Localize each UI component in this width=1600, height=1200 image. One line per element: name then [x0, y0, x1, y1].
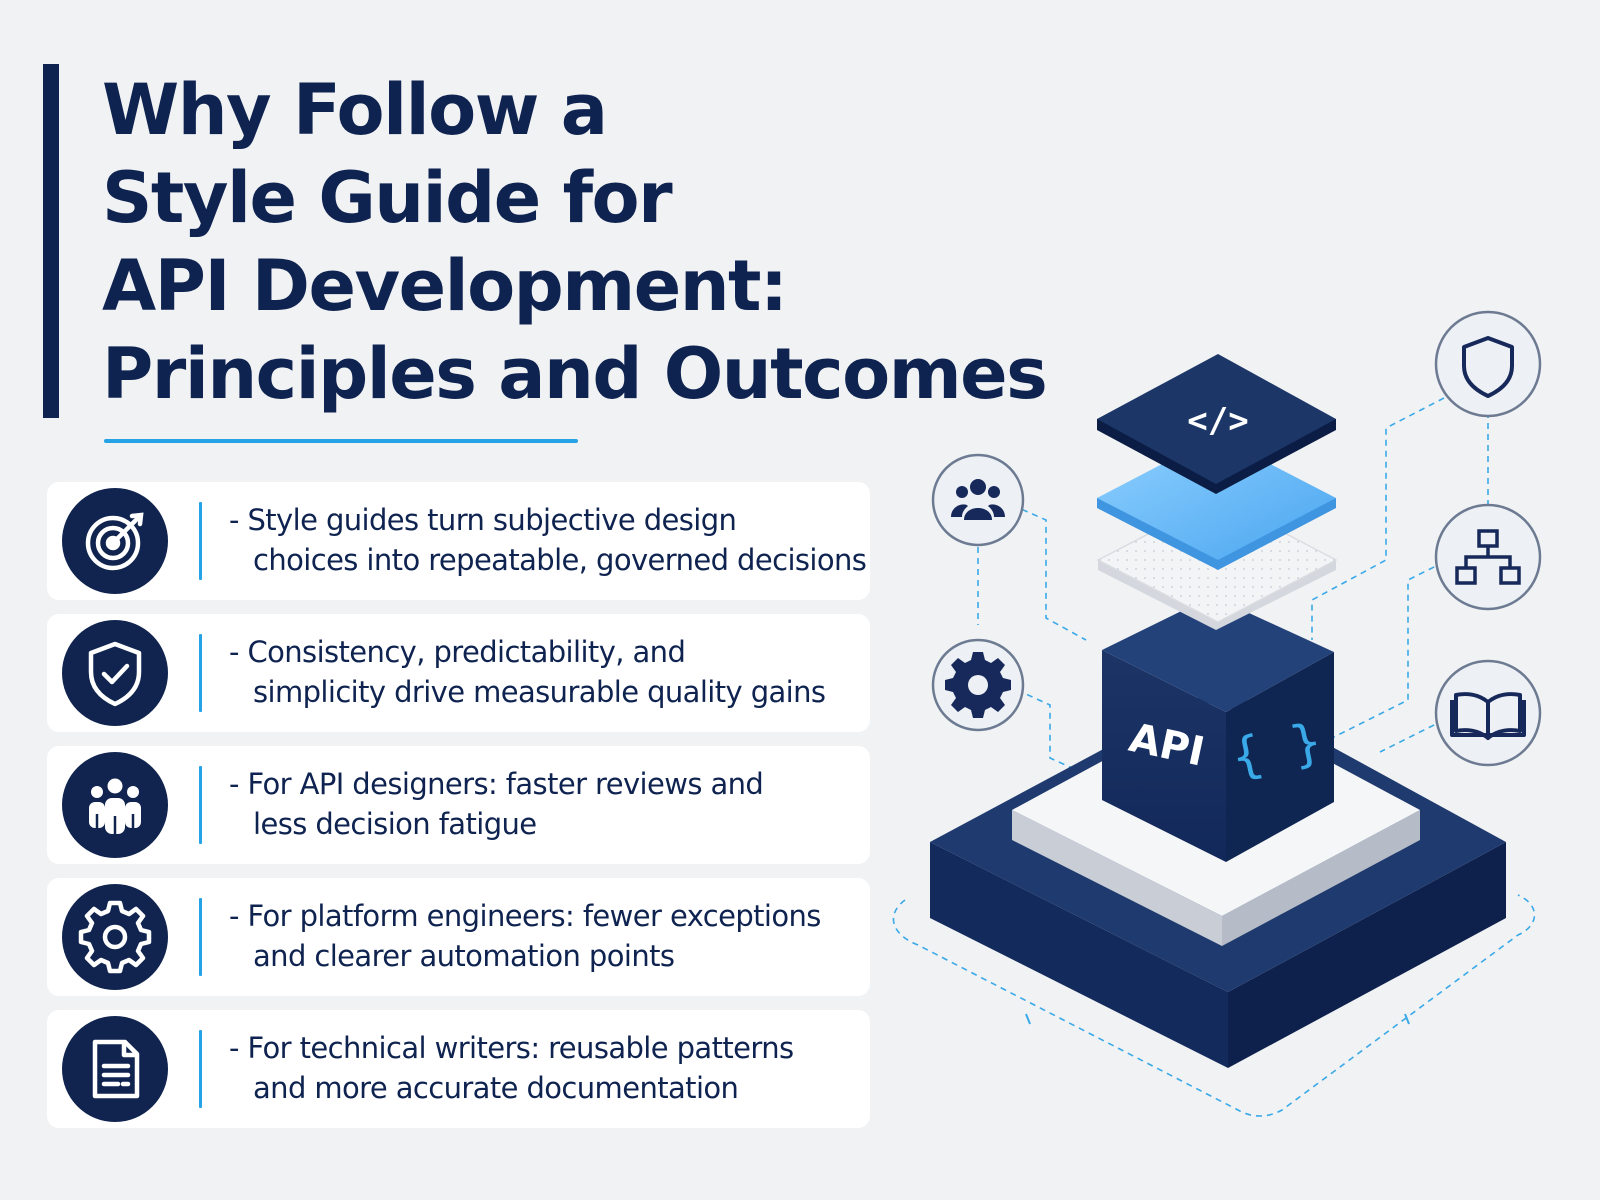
target-icon: [62, 488, 168, 594]
dimension-ticks: [1025, 1013, 1410, 1025]
users-icon: [931, 453, 1025, 547]
principle-line-2: simplicity drive measurable quality gain…: [253, 675, 826, 709]
principle-line-1: - For API designers: faster reviews and: [229, 767, 764, 801]
card-separator: [199, 1030, 202, 1108]
principle-card-platform-engineers: - For platform engineers: fewer exceptio…: [47, 878, 870, 996]
title-line-1: Why Follow a: [102, 69, 608, 151]
document-icon: [62, 1016, 168, 1122]
connector-lines: [892, 397, 1536, 1117]
team-icon: [62, 752, 168, 858]
principle-line-1: - Style guides turn subjective design: [229, 503, 737, 537]
principle-line-2: choices into repeatable, governed decisi…: [253, 543, 867, 577]
shield-check-icon: [62, 620, 168, 726]
card-separator: [199, 634, 202, 712]
title-underline: [104, 439, 578, 443]
principle-text: - Style guides turn subjective design ch…: [229, 500, 869, 580]
shield-icon: [1434, 310, 1542, 418]
principle-line-2: and more accurate documentation: [253, 1071, 739, 1105]
code-icon: </>: [1187, 401, 1248, 441]
title-line-3: API Development:: [102, 245, 788, 327]
principle-line-2: and clearer automation points: [253, 939, 675, 973]
card-separator: [199, 502, 202, 580]
principle-text: - For technical writers: reusable patter…: [229, 1028, 869, 1108]
book-icon: [1434, 659, 1542, 767]
hierarchy-icon: [1434, 503, 1542, 611]
title-line-4: Principles and Outcomes: [102, 333, 1048, 415]
principle-text: - For platform engineers: fewer exceptio…: [229, 896, 869, 976]
principle-line-2: less decision fatigue: [253, 807, 537, 841]
page-title: Why Follow a Style Guide for API Develop…: [102, 66, 1048, 418]
principle-card-style-guides: - Style guides turn subjective design ch…: [47, 482, 870, 600]
gear-icon: [62, 884, 168, 990]
principle-text: - Consistency, predictability, and simpl…: [229, 632, 869, 712]
api-cube: API { }: [1102, 596, 1334, 862]
principle-line-1: - Consistency, predictability, and: [229, 635, 686, 669]
title-accent-bar: [43, 64, 59, 418]
principle-card-api-designers: - For API designers: faster reviews and …: [47, 746, 870, 864]
card-separator: [199, 898, 202, 976]
principle-card-technical-writers: - For technical writers: reusable patter…: [47, 1010, 870, 1128]
principle-line-1: - For technical writers: reusable patter…: [229, 1031, 794, 1065]
settings-icon: [931, 638, 1025, 732]
card-separator: [199, 766, 202, 844]
code-layer: </>: [1097, 354, 1336, 494]
principle-line-1: - For platform engineers: fewer exceptio…: [229, 899, 821, 933]
principle-text: - For API designers: faster reviews and …: [229, 764, 869, 844]
title-line-2: Style Guide for: [102, 157, 673, 239]
blue-layer: [1097, 436, 1336, 570]
principle-card-consistency: - Consistency, predictability, and simpl…: [47, 614, 870, 732]
